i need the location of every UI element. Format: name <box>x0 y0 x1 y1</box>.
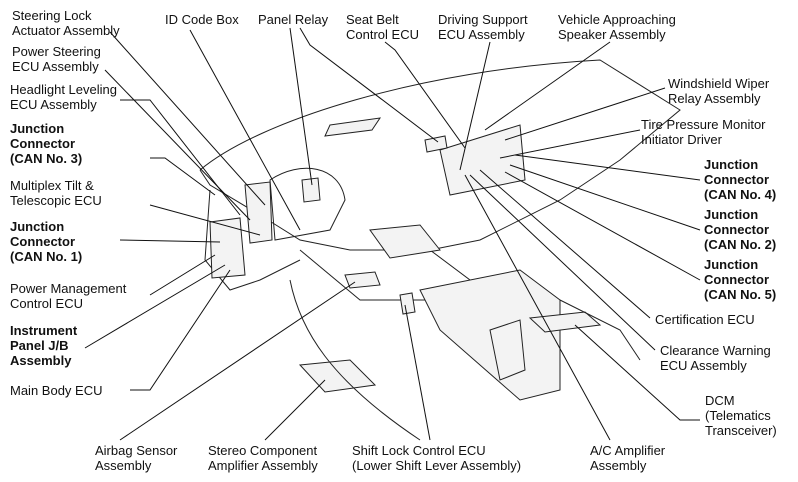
leader-clearance <box>469 174 656 351</box>
label-steering-lock: Steering Lock Actuator Assembly <box>12 8 120 38</box>
leader-stereo <box>264 379 326 441</box>
leader-lines <box>84 27 701 441</box>
leader-panel-relay <box>289 27 313 186</box>
label-power-steering: Power Steering ECU Assembly <box>12 44 101 74</box>
leader-headlight <box>120 99 241 216</box>
leader-steering-lock <box>109 31 266 206</box>
leader-can4 <box>514 154 701 181</box>
leader-certification <box>479 169 651 319</box>
label-multiplex-tilt: Multiplex Tilt & Telescopic ECU <box>10 178 102 208</box>
leader-can2 <box>509 164 701 231</box>
label-junction-connector-can3: Junction Connector (CAN No. 3) <box>10 121 83 166</box>
leader-ipjb <box>84 264 226 349</box>
leader-id-code <box>189 29 301 231</box>
label-dcm: DCM (Telematics Transceiver) <box>705 393 777 438</box>
label-ac-amplifier: A/C Amplifier Assembly <box>590 443 666 473</box>
leader-can5 <box>504 171 701 281</box>
leader-can3 <box>150 157 216 196</box>
leader-wiper <box>504 87 666 141</box>
label-panel-relay: Panel Relay <box>258 12 329 27</box>
leader-multiplex <box>149 204 261 236</box>
leader-tire <box>499 129 641 159</box>
leader-power-steering <box>104 69 251 221</box>
leader-power-mgmt <box>149 254 216 296</box>
label-windshield-wiper: Windshield Wiper Relay Assembly <box>668 76 770 106</box>
label-clearance-warning: Clearance Warning ECU Assembly <box>660 343 771 373</box>
label-junction-connector-can5: Junction Connector (CAN No. 5) <box>704 257 777 302</box>
leader-vehicle-approaching <box>484 41 611 131</box>
label-headlight-leveling: Headlight Leveling ECU Assembly <box>10 82 117 112</box>
label-instrument-panel-jb: Instrument Panel J/B Assembly <box>10 323 78 368</box>
leader-driving-support <box>384 41 466 149</box>
leader-ac <box>464 174 611 441</box>
label-main-body-ecu: Main Body ECU <box>10 383 103 398</box>
label-airbag-sensor: Airbag Sensor Assembly <box>95 443 178 473</box>
label-tire-pressure: Tire Pressure Monitor Initiator Driver <box>641 117 766 147</box>
leader-seat-belt <box>299 27 439 143</box>
label-junction-connector-can4: Junction Connector (CAN No. 4) <box>704 157 777 202</box>
label-driving-support: Driving Support ECU Assembly <box>438 12 528 42</box>
leader-dcm <box>574 324 700 421</box>
label-junction-connector-can1: Junction Connector (CAN No. 1) <box>10 219 83 264</box>
label-shift-lock: Shift Lock Control ECU (Lower Shift Leve… <box>352 443 522 473</box>
label-id-code-box: ID Code Box <box>165 12 239 27</box>
leader-can1 <box>119 239 221 243</box>
label-vehicle-approaching: Vehicle Approaching Speaker Assembly <box>558 12 676 42</box>
leader-airbag <box>119 281 356 441</box>
label-junction-connector-can2: Junction Connector (CAN No. 2) <box>704 207 777 252</box>
label-certification-ecu: Certification ECU <box>655 312 755 327</box>
label-stereo-amplifier: Stereo Component Amplifier Assembly <box>208 443 318 473</box>
leader-main-body <box>130 269 231 391</box>
label-power-management: Power Management Control ECU <box>10 281 127 311</box>
leader-shift-lock <box>404 304 431 441</box>
label-seat-belt: Seat Belt Control ECU <box>346 12 419 42</box>
leader-driving-support2 <box>459 41 491 171</box>
dashboard-sketch <box>199 59 681 441</box>
